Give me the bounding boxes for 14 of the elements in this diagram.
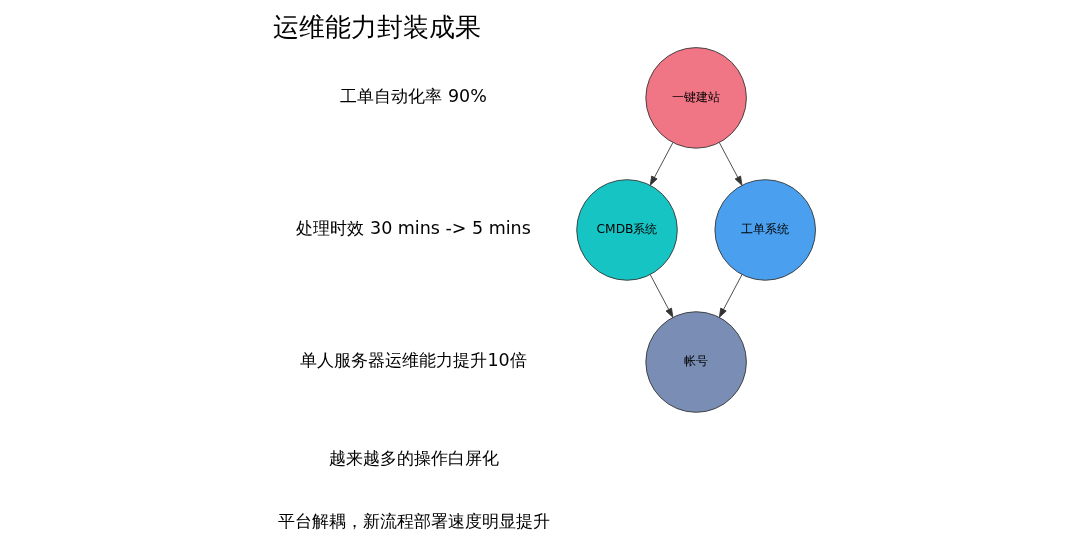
label: 平台解耦，新流程部署速度明显提升 — [277, 510, 550, 531]
arrow — [718, 274, 743, 318]
node-circle: 帐号 — [645, 311, 747, 413]
node-circle: CMDB系统 — [576, 179, 678, 281]
node-circle: 一键建站 — [645, 47, 747, 149]
arrow — [649, 142, 674, 186]
label: 单人服务器运维能力提升10倍 — [300, 350, 527, 371]
label: 处理时效 30 mins -> 5 mins — [296, 218, 531, 239]
label: 工单自动化率 90% — [340, 86, 487, 107]
arrow — [718, 142, 743, 186]
label: 越来越多的操作白屏化 — [328, 447, 499, 468]
diagram-title: 运维能力封装成果 — [272, 12, 481, 43]
node-circle: 工单系统 — [714, 179, 816, 281]
arrow — [649, 274, 674, 318]
